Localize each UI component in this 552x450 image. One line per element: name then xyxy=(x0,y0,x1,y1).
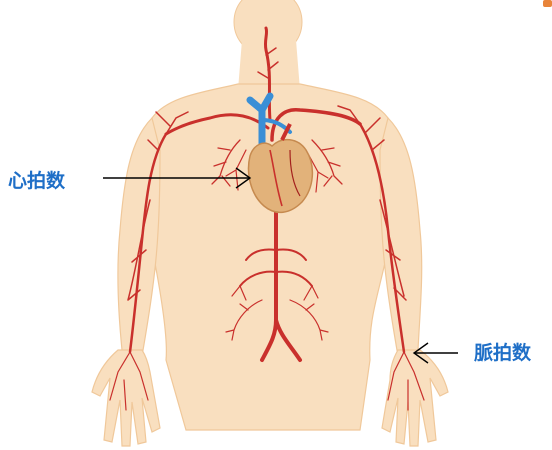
corner-mark xyxy=(543,0,552,7)
pulse-rate-label: 脈拍数 xyxy=(474,342,531,364)
heartbeat-label: 心拍数 xyxy=(8,170,65,192)
